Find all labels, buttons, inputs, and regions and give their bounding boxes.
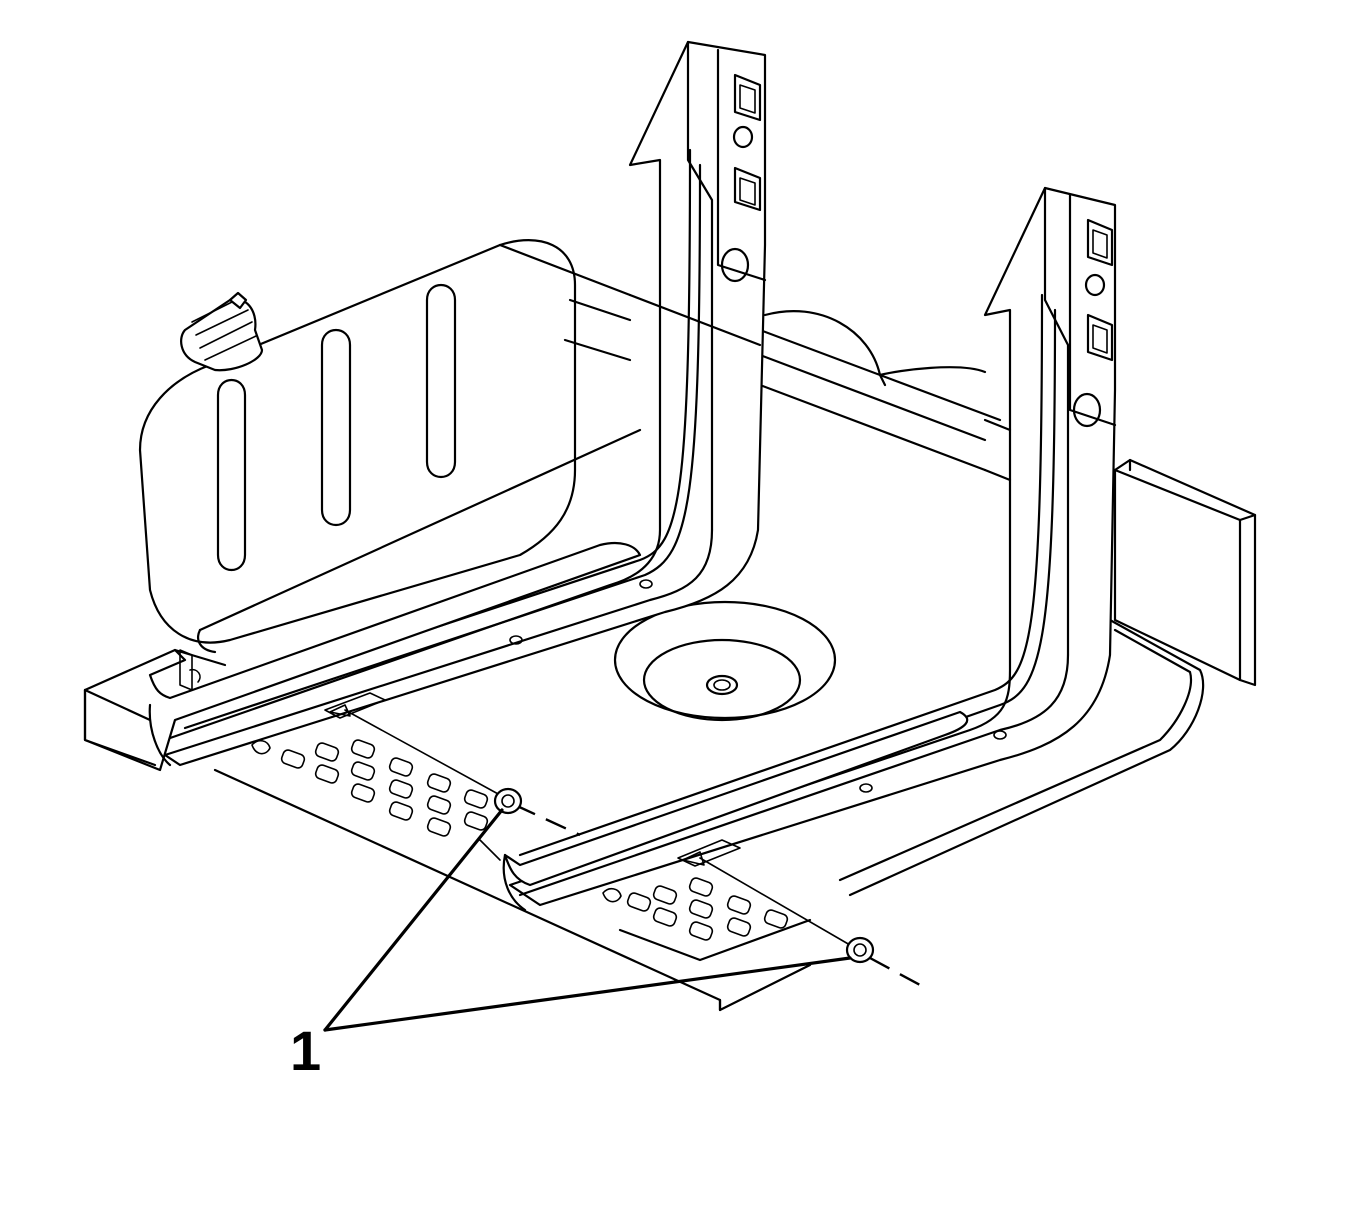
floor-pan (197, 243, 1205, 1012)
leader-line-left (323, 808, 504, 1032)
frame-rail-left (83, 40, 767, 772)
crossmember (628, 293, 1012, 482)
hole-pattern-right (602, 839, 812, 962)
frame-rail-right (502, 186, 1117, 912)
fuel-tank (138, 239, 577, 644)
bumper-bracket-right (1113, 458, 1257, 687)
callout-1: 1 (290, 808, 852, 1082)
fastener-path-right (699, 857, 921, 987)
hole-grid-left (280, 739, 489, 837)
hole-pattern-left (251, 692, 501, 861)
spare-tire-well (613, 600, 837, 722)
callout-label: 1 (290, 1019, 321, 1082)
leader-line-right (323, 956, 852, 1032)
nut-left (493, 787, 523, 815)
filler-neck (180, 291, 264, 372)
nut-right (845, 936, 875, 964)
fastener-path-left (344, 709, 581, 837)
hole-grid-right (626, 877, 789, 941)
